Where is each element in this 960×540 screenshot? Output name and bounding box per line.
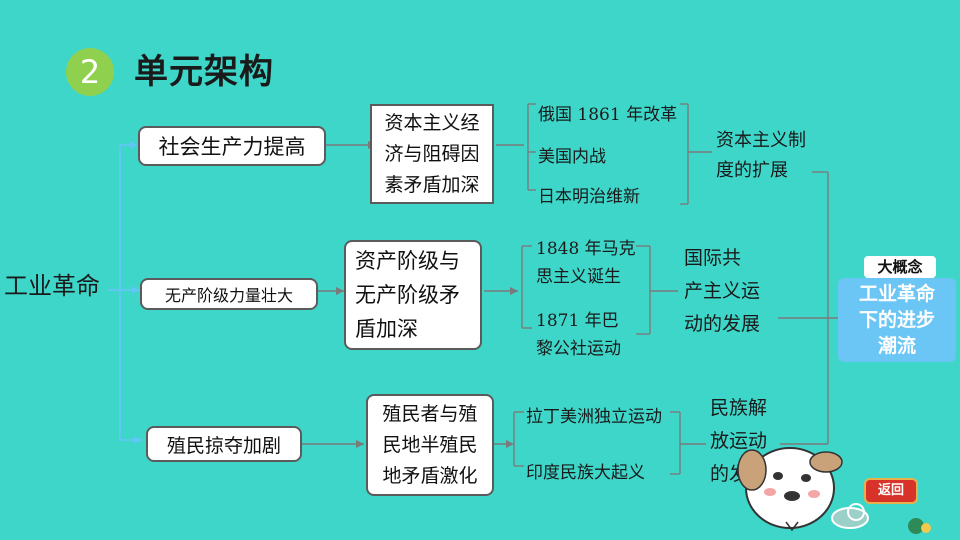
big-idea-line: 潮流 — [877, 335, 916, 357]
outcome-liberation-movement: 民族解 放运动 的发展 — [710, 392, 767, 491]
big-idea-line: 下的进步 — [858, 309, 935, 331]
node-line: 无产阶级矛 — [355, 283, 460, 307]
big-idea-tag: 大概念 — [864, 256, 936, 278]
node-colonial-label: 殖民掠夺加剧 — [166, 434, 281, 457]
node-line: 民地半殖民 — [382, 433, 478, 456]
outcome-line: 资本主义制 — [716, 130, 806, 151]
node-productivity-label: 社会生产力提高 — [158, 135, 306, 159]
event-item: 日本明治维新 — [538, 187, 640, 207]
node-line: 殖民者与殖 — [382, 402, 478, 425]
big-idea-line: 工业革命 — [858, 283, 935, 305]
outcome-line: 放运动 — [710, 430, 768, 452]
event-item: 美国内战 — [538, 147, 606, 167]
outcome-line: 民族解 — [710, 397, 768, 419]
event-item: 黎公社运动 — [536, 339, 621, 359]
outcome-line: 国际共 — [684, 247, 742, 269]
event-item: 1871 年巴 — [536, 311, 619, 331]
event-item: 印度民族大起义 — [526, 463, 645, 483]
event-item: 1848 年马克 — [536, 239, 636, 259]
outcome-line: 度的扩展 — [716, 160, 788, 181]
outcome-capitalism-expansion: 资本主义制 度的扩展 — [716, 126, 806, 186]
node-line: 盾加深 — [355, 317, 418, 341]
node-productivity: 社会生产力提高 — [138, 126, 326, 166]
event-item: 思主义诞生 — [536, 267, 621, 287]
event-item: 拉丁美洲独立运动 — [526, 407, 662, 427]
node-capitalism-contradiction: 资本主义经 济与阻碍因 素矛盾加深 — [370, 104, 494, 204]
node-colonial-contradiction: 殖民者与殖 民地半殖民 地矛盾激化 — [366, 394, 494, 496]
big-idea-box: 工业革命 下的进步 潮流 — [838, 278, 956, 362]
node-class-contradiction: 资产阶级与 无产阶级矛 盾加深 — [344, 240, 482, 350]
node-proletariat-label: 无产阶级力量壮大 — [164, 286, 293, 305]
page-title: 单元架构 — [134, 52, 274, 92]
outcome-communist-movement: 国际共 产主义运 动的发展 — [684, 242, 760, 341]
node-line: 济与阻碍因 — [384, 142, 480, 165]
snail-decoration — [831, 503, 931, 534]
node-line: 资产阶级与 — [355, 249, 460, 273]
node-proletariat: 无产阶级力量壮大 — [140, 278, 318, 310]
node-colonial: 殖民掠夺加剧 — [146, 426, 302, 462]
outcome-line: 动的发展 — [684, 313, 761, 335]
outcome-line: 产主义运 — [684, 280, 761, 302]
event-item: 俄国 1861 年改革 — [538, 105, 678, 125]
node-line: 资本主义经 — [384, 111, 480, 134]
root-node-label: 工业革命 — [4, 272, 100, 300]
node-line: 地矛盾激化 — [382, 464, 478, 487]
section-number-badge: 2 — [66, 48, 114, 96]
back-button[interactable]: 返回 — [866, 480, 916, 502]
outcome-line: 的发展 — [710, 463, 768, 485]
node-line: 素矛盾加深 — [384, 173, 480, 196]
